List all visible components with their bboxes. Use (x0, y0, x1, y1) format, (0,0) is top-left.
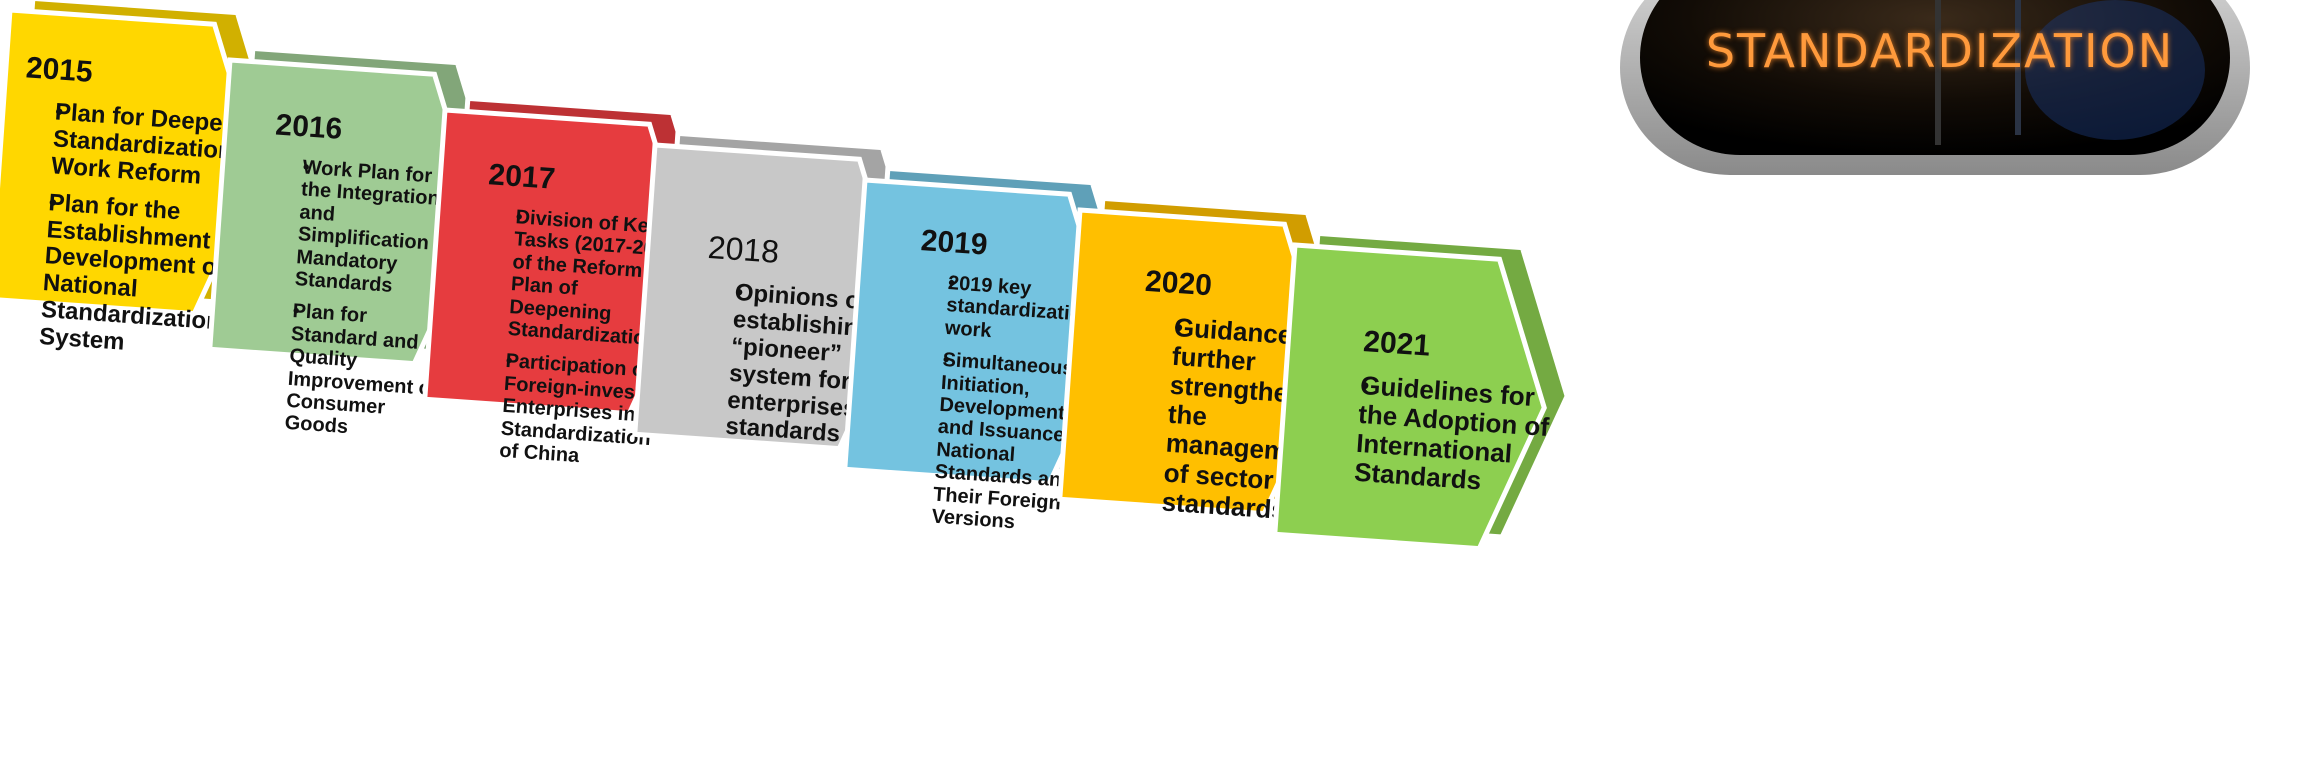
badge-title: STANDARDIZATION (1705, 24, 2175, 78)
timeline-chevron-2015: 2015 Plan for Deepening Standardization … (0, 0, 409, 517)
standardization-badge-icon (1620, 0, 2250, 175)
list-item: Guidelines for the Adoption of Internati… (1353, 370, 1571, 502)
chevron-content: 2021 Guidelines for the Adoption of Inte… (1353, 325, 1575, 512)
timeline-chevron-2021: 2021 Guidelines for the Adoption of Inte… (1262, 230, 1714, 753)
